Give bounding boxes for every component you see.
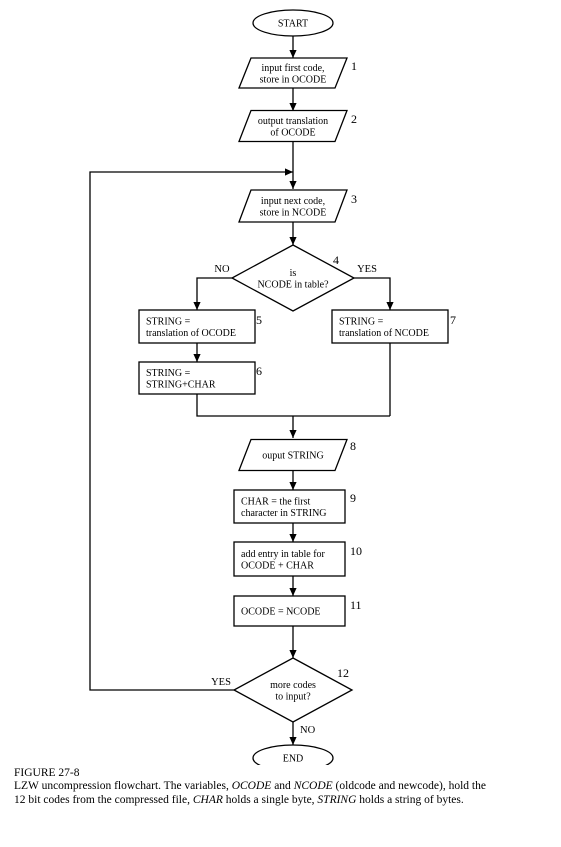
lzw-flowchart: START input first code,store in OCODE 1 out… (89, 9, 456, 765)
connector-6-merge (196, 394, 390, 417)
step-7-process-label: STRING = (339, 316, 384, 327)
step-9-number: 9 (350, 491, 356, 505)
step-12-decision (232, 657, 354, 723)
caption-variable-string: STRING (317, 793, 357, 806)
step-12-yes-label: YES (211, 677, 231, 688)
step-9-process-label: CHAR = the first (241, 496, 310, 507)
step-5-process-label: STRING = (146, 316, 191, 327)
step-7-process-label: translation of NCODE (339, 328, 429, 339)
step-11-process (233, 595, 346, 627)
step-12-decision-label: to input? (275, 691, 311, 702)
figure-caption: FIGURE 27-8 LZW uncompression flowchart.… (14, 767, 554, 807)
caption-text: 12 bit codes from the compressed file, (14, 793, 193, 806)
connector-3-to-4-arrowhead (289, 237, 297, 245)
connector-4-yes-to-7 (354, 277, 391, 310)
step-6-process (138, 361, 256, 395)
step-4-decision-label: is (290, 268, 297, 279)
step-4-no-label: NO (214, 264, 230, 275)
step-1-input-first-code-label: store in OCODE (260, 74, 327, 85)
step-3-input-next-code-label: input next code, (261, 196, 325, 207)
step-3-input-next-code-label: store in NCODE (260, 207, 327, 218)
figure-label: FIGURE 27-8 (14, 767, 80, 779)
caption-variable-ocode: OCODE (231, 780, 272, 793)
caption-text: LZW uncompression flowchart. The variabl… (14, 780, 232, 793)
step-6-number: 6 (256, 364, 262, 378)
step-5-number: 5 (256, 313, 262, 327)
step-3-input-next-code (238, 189, 348, 223)
flowchart-nodes: START input first code,store in OCODE 1 out… (138, 9, 456, 765)
step-4-decision-label: NCODE in table? (257, 279, 329, 290)
connector-12-yes-loop-arrowhead (285, 168, 293, 176)
step-5-process (138, 309, 256, 344)
step-12-decision-label: more codes (270, 680, 316, 691)
connector-merge-to-8-arrowhead (289, 430, 297, 438)
step-3-number: 3 (351, 192, 357, 206)
step-5-process-label: translation of OCODE (146, 328, 236, 339)
step-1-input-first-code (238, 57, 348, 89)
connector-4-no-to-5-arrowhead (193, 302, 201, 310)
step-4-decision (230, 244, 356, 312)
caption-line-2: 12 bit codes from the compressed file, C… (14, 794, 554, 807)
start-terminal-label: START (278, 19, 308, 30)
connector-10-to-11-arrowhead (289, 588, 297, 596)
connector-5-to-6-arrowhead (193, 354, 201, 362)
connector-lines (89, 36, 394, 745)
step-10-process-label: add entry in table for (241, 549, 326, 560)
step-4-number: 4 (333, 253, 339, 267)
step-7-number: 7 (450, 313, 456, 327)
step-1-input-first-code-label: input first code, (261, 63, 324, 74)
connector-12-yes-loop (89, 171, 293, 691)
step-7-process (331, 309, 449, 344)
connector-1-to-2-arrowhead (289, 103, 297, 111)
step-9-process-label: character in STRING (241, 508, 327, 519)
end-terminal (252, 744, 334, 765)
step-2-output-translation (238, 109, 348, 143)
connector-start-to-1-arrowhead (289, 50, 297, 58)
step-6-process-label: STRING = (146, 368, 191, 379)
caption-variable-char: CHAR (192, 793, 223, 806)
caption-line-1: LZW uncompression flowchart. The variabl… (14, 780, 554, 793)
step-10-process (233, 541, 346, 577)
connector-4-yes-to-7-arrowhead (386, 302, 394, 310)
step-6-process-label: STRING+CHAR (146, 379, 216, 390)
connector-8-to-9-arrowhead (289, 482, 297, 490)
step-2-output-translation-label: of OCODE (270, 127, 315, 138)
connector-12-no-to-end-arrowhead (289, 737, 297, 745)
step-2-number: 2 (351, 112, 357, 126)
caption-variable-ncode: NCODE (293, 780, 333, 793)
step-11-process-label: OCODE = NCODE (241, 607, 321, 618)
connector-4-no-to-5 (196, 277, 232, 310)
step-8-output-string-label: ouput STRING (262, 451, 323, 462)
connector-11-to-12-arrowhead (289, 650, 297, 658)
caption-text: and (271, 780, 294, 793)
step-12-number: 12 (337, 666, 349, 680)
step-1-number: 1 (351, 59, 357, 73)
step-12-no-label: NO (300, 725, 316, 736)
connector-9-to-10-arrowhead (289, 534, 297, 542)
step-9-process (233, 489, 346, 524)
connector-2-to-3-arrowhead (289, 181, 297, 189)
end-terminal-label: END (283, 754, 304, 765)
branch-labels: NO YES YES NO (211, 264, 377, 736)
caption-text: holds a single byte, (222, 793, 318, 806)
step-8-output-string (238, 438, 348, 472)
step-11-number: 11 (350, 598, 362, 612)
step-8-number: 8 (350, 439, 356, 453)
step-10-number: 10 (350, 544, 362, 558)
start-terminal (252, 9, 334, 37)
step-10-process-label: OCODE + CHAR (241, 560, 314, 571)
step-4-yes-label: YES (357, 264, 377, 275)
caption-text: (oldcode and newcode), hold the (332, 780, 486, 793)
step-2-output-translation-label: output translation (258, 116, 328, 127)
caption-text: holds a string of bytes. (356, 793, 464, 806)
